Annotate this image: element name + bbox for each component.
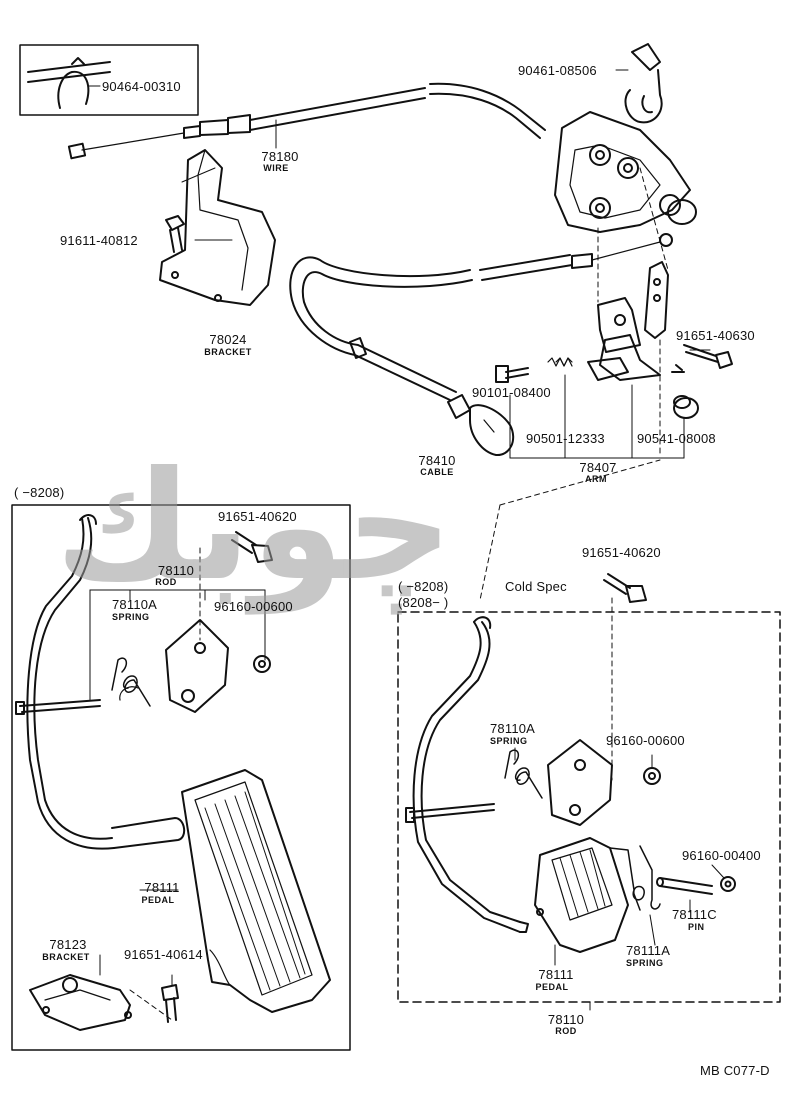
left-spring xyxy=(111,657,151,707)
part-name-78111A: SPRING xyxy=(626,958,664,968)
clip-90461 xyxy=(624,43,663,124)
bracket-78123 xyxy=(29,974,132,1031)
pin-78111C xyxy=(656,877,713,895)
arm-78407 xyxy=(587,261,669,381)
part-number-91651-40620-right: 91651-40620 xyxy=(582,545,661,560)
part-number-90464: 90464-00310 xyxy=(102,79,181,94)
part-name-78110A-right: SPRING xyxy=(490,736,528,746)
arm-hardware xyxy=(495,357,699,419)
part-name-78111-left: PEDAL xyxy=(141,895,175,905)
part-number-91611: 91611-40812 xyxy=(60,233,138,248)
part-number-90101: 90101-08400 xyxy=(472,385,551,400)
part-name-78410: CABLE xyxy=(420,467,454,477)
bolt-91651-40630 xyxy=(683,344,733,369)
part-number-78111A: 78111A xyxy=(626,943,671,958)
part-number-78111-right: 78111 xyxy=(538,967,574,982)
left-pedal xyxy=(181,769,331,1013)
left-bolt xyxy=(231,531,273,563)
right-spring xyxy=(504,749,543,799)
right-section-cold-spec: Cold Spec xyxy=(505,579,567,594)
bolt-91651-40614 xyxy=(161,984,179,1023)
part-number-78111-left: 78111 xyxy=(144,880,180,895)
part-name-78110A-left: SPRING xyxy=(112,612,150,622)
right-pedal xyxy=(534,837,629,953)
part-number-78407: 78407 xyxy=(579,460,617,475)
wire-78180 xyxy=(67,82,546,160)
part-number-91651-40620-left: 91651-40620 xyxy=(218,509,297,524)
part-number-96160-00600-right: 96160-00600 xyxy=(606,733,685,748)
part-name-78407: ARM xyxy=(585,474,607,484)
part-number-90541: 90541-08008 xyxy=(637,431,716,446)
part-name-78180: WIRE xyxy=(263,163,289,173)
bolt-91611 xyxy=(165,215,185,253)
part-number-78110-left: 78110 xyxy=(157,563,195,578)
left-nut xyxy=(253,655,271,673)
part-number-91651-40614: 91651-40614 xyxy=(124,947,203,962)
right-pedal-spring xyxy=(609,845,661,911)
arm-callouts xyxy=(91,69,711,459)
part-number-78110A-right: 78110A xyxy=(490,721,536,736)
footer-code: MB C077-D xyxy=(700,1063,770,1078)
part-name-78123: BRACKET xyxy=(42,952,90,962)
part-number-90501: 90501-12333 xyxy=(526,431,605,446)
part-number-78110-right: 78110 xyxy=(547,1012,585,1027)
part-number-90461: 90461-08506 xyxy=(518,63,597,78)
part-number-78111C: 78111C xyxy=(672,907,717,922)
clip-inset xyxy=(19,44,199,116)
bracket-78024 xyxy=(159,149,276,306)
part-number-96160-00600-left: 96160-00600 xyxy=(214,599,293,614)
dashed-guides xyxy=(129,167,669,1021)
right-plate xyxy=(547,739,613,826)
left-section-range: ( −8208) xyxy=(14,485,65,500)
inner-cable xyxy=(479,233,673,281)
part-number-78180: 78180 xyxy=(261,149,299,164)
nut-96160-00400 xyxy=(720,876,736,892)
part-number-78123: 78123 xyxy=(49,937,87,952)
part-name-78110-right: ROD xyxy=(555,1026,577,1036)
left-rod-callout xyxy=(89,589,266,701)
part-number-78024: 78024 xyxy=(209,332,247,347)
right-callouts xyxy=(99,747,725,1011)
right-bolt xyxy=(603,573,647,603)
part-name-78111-right: PEDAL xyxy=(535,982,569,992)
watermark-logo: ﭼﻮﺑﻚ xyxy=(55,440,459,614)
part-name-78111C: PIN xyxy=(688,922,705,932)
left-rod xyxy=(15,514,186,850)
part-number-96160-00400: 96160-00400 xyxy=(682,848,761,863)
right-section-range-1: ( −8208) xyxy=(398,579,449,594)
right-nut xyxy=(643,767,661,785)
part-number-78410: 78410 xyxy=(418,453,456,468)
right-rod xyxy=(405,616,529,933)
part-name-78110-left: ROD xyxy=(155,577,177,587)
part-name-78024: BRACKET xyxy=(204,347,252,357)
cable-78410 xyxy=(289,256,515,457)
part-number-91651-40630: 91651-40630 xyxy=(676,328,755,343)
part-number-78110A-left: 78110A xyxy=(112,597,158,612)
left-section-box xyxy=(11,504,351,1051)
left-plate xyxy=(165,619,229,713)
firewall-bracket xyxy=(554,111,697,233)
right-section-box xyxy=(397,611,781,1003)
right-section-range-2: (8208− ) xyxy=(398,595,449,610)
